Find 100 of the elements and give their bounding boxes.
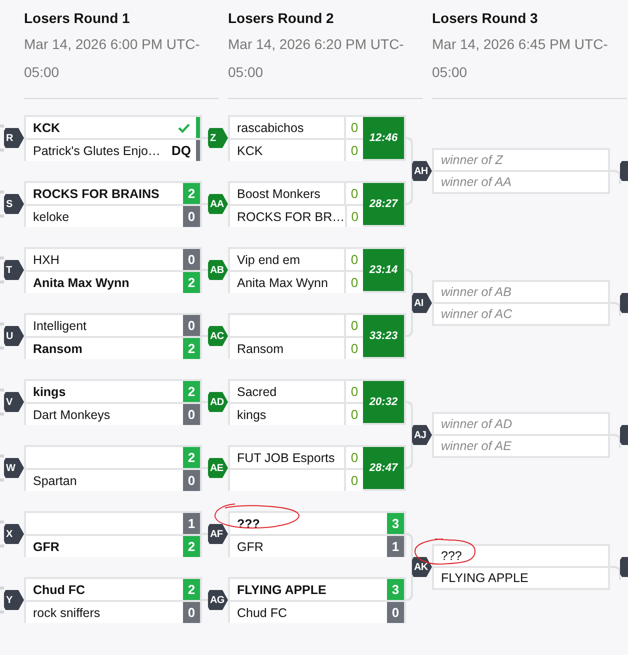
team-row <box>26 600 200 623</box>
dashed-connector <box>0 454 4 458</box>
team-name: Sacred <box>236 384 278 398</box>
bracket-line <box>610 302 621 316</box>
team-name: Ransom <box>236 342 285 356</box>
team-row <box>230 534 404 557</box>
match-tag <box>620 425 628 445</box>
round-title: Losers Round 2 <box>228 9 335 28</box>
match-tag: Y <box>4 590 24 610</box>
round-time: Mar 14, 2026 6:00 PM UTC-05:00 <box>24 35 201 82</box>
match-timer: 23:14 <box>363 249 404 291</box>
team-name: FUT JOB Esports <box>236 450 336 464</box>
dashed-connector <box>0 388 4 392</box>
team-name: winner of AA <box>440 175 512 189</box>
team-name: Dart Monkeys <box>32 408 112 422</box>
match-tag: AJ <box>412 425 432 445</box>
team-name: winner of AB <box>440 285 512 299</box>
score-tile: 2 <box>183 381 200 402</box>
score-tile: 0 <box>183 249 200 270</box>
team-name: KCK <box>236 144 264 158</box>
team-row <box>26 336 200 359</box>
team-name: ??? <box>440 549 463 563</box>
bracket-line <box>405 567 413 601</box>
dashed-connector <box>0 610 4 614</box>
round-title: Losers Round 3 <box>432 9 539 28</box>
team-name: rascabichos <box>236 120 305 134</box>
team-name: winner of Z <box>440 153 504 167</box>
dashed-connector <box>0 544 4 548</box>
match-tag <box>620 557 628 577</box>
match-tag: AC <box>208 326 228 346</box>
dashed-connector <box>0 256 4 260</box>
dashed-connector <box>0 322 4 326</box>
score-tile: 0 <box>387 602 404 623</box>
match-tag: T <box>4 260 24 280</box>
dashed-connector <box>0 124 4 128</box>
score-tile: 2 <box>183 579 200 600</box>
bracket-line <box>405 269 413 303</box>
team-row <box>230 336 363 359</box>
match-tag: U <box>4 326 24 346</box>
match-timer: 12:46 <box>363 117 404 159</box>
round-title: Losers Round 1 <box>24 9 131 28</box>
team-name: Patrick's Glutes Enjo… <box>32 144 162 158</box>
team-name: Anita Max Wynn <box>236 276 329 290</box>
match-tag: AH <box>412 161 432 181</box>
match-tag: AI <box>412 293 432 313</box>
bracket-line <box>610 434 621 448</box>
team-name: Ransom <box>32 342 84 356</box>
team-name: kings <box>236 408 268 422</box>
team-name: ??? <box>236 516 261 530</box>
match-tag <box>620 161 628 181</box>
score-tile: 2 <box>183 272 200 293</box>
match-tag: R <box>4 128 24 148</box>
team-name: winner of AC <box>440 307 514 321</box>
match-tag: AB <box>208 260 228 280</box>
team-row <box>230 204 363 227</box>
dashed-connector <box>0 190 4 194</box>
team-name: rock sniffers <box>32 606 102 620</box>
round-time: Mar 14, 2026 6:20 PM UTC-05:00 <box>228 35 405 82</box>
match-timer: 20:32 <box>363 381 404 423</box>
score-tile: 1 <box>183 513 200 534</box>
team-row <box>26 270 200 293</box>
match-tag: W <box>4 458 24 478</box>
dashed-connector <box>0 280 4 284</box>
bracket-line <box>405 171 413 205</box>
match-timer: 28:27 <box>363 183 404 225</box>
team-name: ROCKS FOR BRAINS <box>32 186 160 200</box>
match-tag: S <box>4 194 24 214</box>
score-tile: 2 <box>183 536 200 557</box>
team-row <box>26 138 200 161</box>
match-tag: AG <box>208 590 228 610</box>
dashed-connector <box>0 478 4 482</box>
dashed-connector <box>0 148 4 152</box>
bracket-line <box>405 137 413 171</box>
team-name: Spartan <box>32 474 78 488</box>
score-tile: 1 <box>387 536 404 557</box>
bracket-line <box>610 170 621 184</box>
match-timer: 28:47 <box>363 447 404 489</box>
team-name: winner of AD <box>440 417 514 431</box>
team-name: HXH <box>32 252 60 266</box>
score-tile: 2 <box>183 183 200 204</box>
bracket-line <box>405 401 413 435</box>
score-tile: 0 <box>183 602 200 623</box>
bracket-line <box>405 303 413 337</box>
match-tag: V <box>4 392 24 412</box>
team-row <box>26 468 200 491</box>
match-tag: AA <box>208 194 228 214</box>
dashed-connector <box>0 214 4 218</box>
team-name: FLYING APPLE <box>440 571 530 585</box>
team-name: ROCKS FOR BR… <box>236 210 345 224</box>
dashed-connector <box>0 412 4 416</box>
team-name: winner of AE <box>440 439 512 453</box>
score-tile: 0 <box>183 404 200 425</box>
team-row <box>230 270 363 293</box>
match-tag: X <box>4 524 24 544</box>
score-tile: 0 <box>183 470 200 491</box>
team-name: Intelligent <box>32 318 88 332</box>
score-tile: 2 <box>183 338 200 359</box>
dashed-connector <box>0 586 4 590</box>
team-name: GFR <box>236 540 264 554</box>
match-tag: AD <box>208 392 228 412</box>
